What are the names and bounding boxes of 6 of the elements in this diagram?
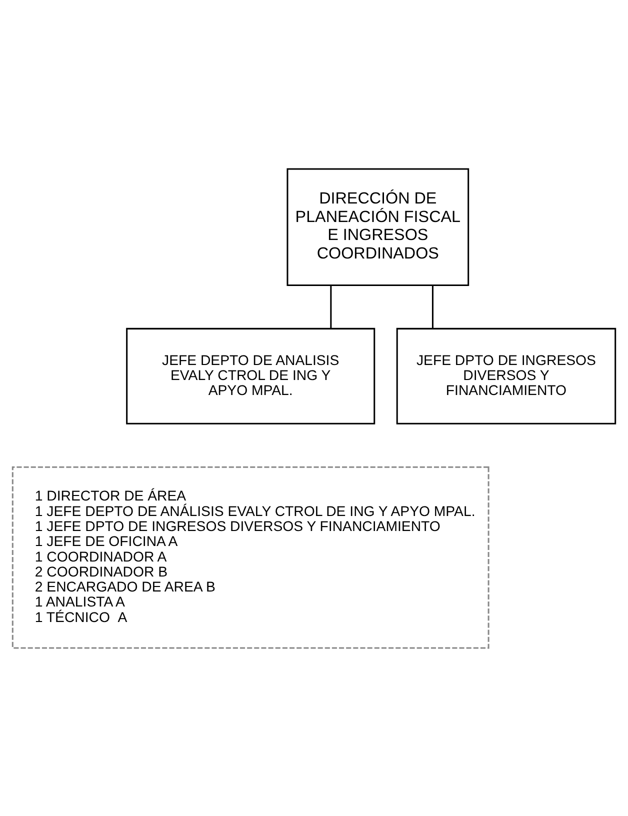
node-box: JEFE DEPTO DE ANALISIS EVALY CTROL DE ING Y APYO MPAL. — [126, 327, 376, 424]
node-box: DIRECCIÓN DE PLANEACIÓN FISCAL E INGRESOS COORDINADOS — [286, 168, 470, 286]
connector — [432, 285, 434, 328]
node-box: 1 DIRECTOR DE ÁREA 1 JEFE DEPTO DE ANÁLISIS EVALY CTROL DE ING Y APYO MPAL. 1 JEFE DPTO DE INGRESOS DIVERSOS Y FINANCIAMIENTO 1 JEFE DE OFICINA A 1 COORDINADOR A 2 COORDINADOR B 2 ENCARGADO DE AREA B 1 ANALISTA A 1 TÉCNICO A — [12, 466, 490, 648]
node-box: JEFE DPTO DE INGRESOS DIVERSOS Y FINANCIAMIENTO — [396, 327, 616, 424]
connector — [330, 285, 332, 328]
